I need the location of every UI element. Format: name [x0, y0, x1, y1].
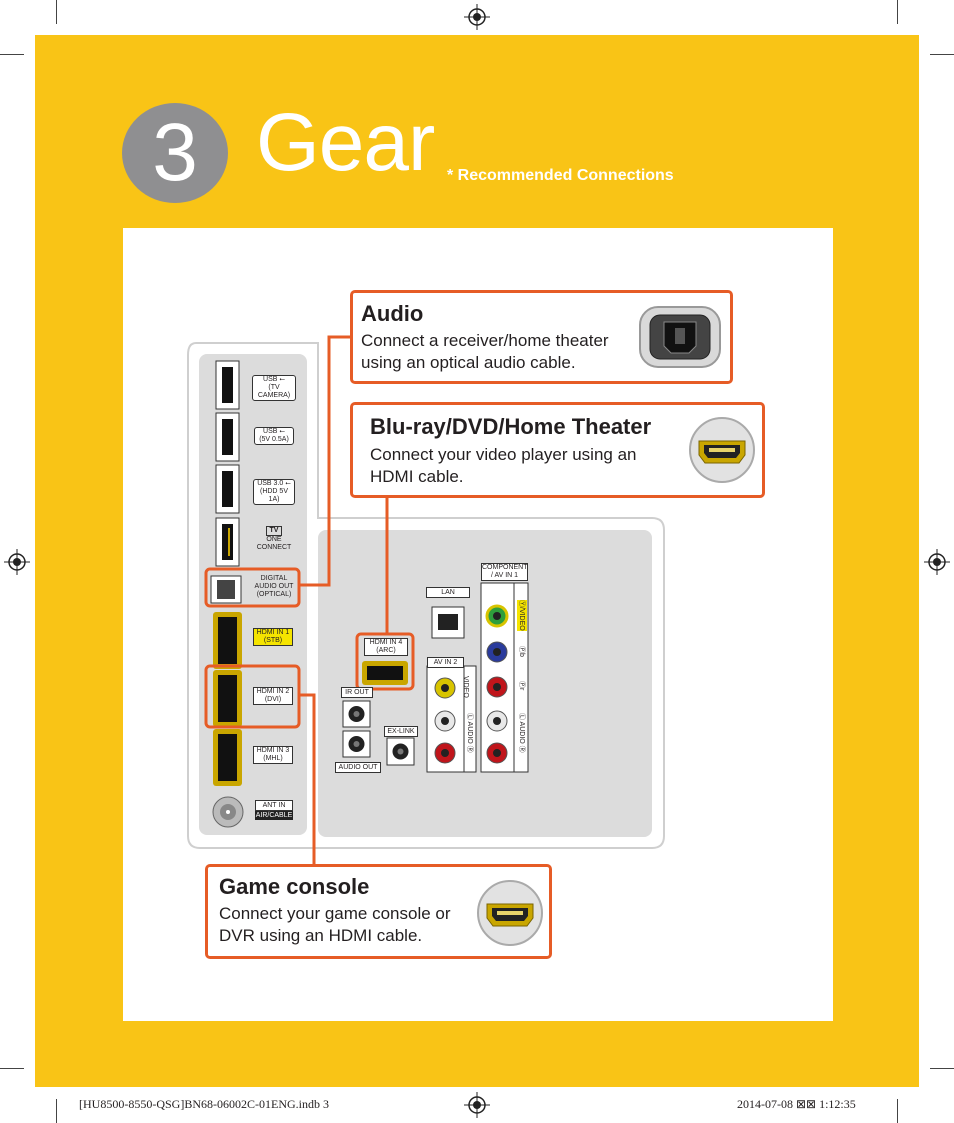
usb-label-3: USB 3.0 ⭠(HDD 5V 1A): [253, 479, 295, 505]
recommended-note: * Recommended Connections: [447, 167, 674, 184]
bluray-title: Blu-ray/DVD/Home Theater: [370, 414, 652, 439]
ir-out-jack: [342, 700, 371, 728]
lan-port: [431, 606, 465, 639]
footer-file-info: [HU8500-8550-QSG]BN68-06002C-01ENG.indb …: [79, 1097, 329, 1111]
bluray-description: Connect your video player using an HDMI …: [370, 445, 637, 486]
hdmi2-label: HDMI IN 2(DVI): [253, 687, 293, 705]
crop-mark: [0, 1068, 24, 1069]
game-description: Connect your game console or DVR using a…: [219, 904, 451, 945]
hdmi4-highlight: [355, 632, 415, 691]
registration-mark-icon: [4, 549, 30, 575]
audio-connector-line: [299, 335, 351, 587]
hdmi-port-2: [213, 670, 242, 727]
lan-label: LAN: [426, 587, 470, 598]
hdmi-port-4: [362, 661, 408, 685]
page-title: Gear: [256, 97, 435, 188]
usb-label-2: USB ⭠(5V 0.5A): [254, 427, 294, 445]
hdmi-port-3: [213, 729, 242, 786]
av-audio-label: Ⓛ AUDIO Ⓡ: [466, 713, 473, 753]
component-label: COMPONENT / AV IN 1: [481, 563, 528, 581]
optical-highlight: [204, 567, 301, 608]
hdmi1-label: HDMI IN 1(STB): [253, 628, 293, 646]
registration-mark-icon: [464, 4, 490, 30]
crop-mark: [897, 1099, 898, 1123]
hdmi-cable-icon: [477, 880, 543, 946]
optical-port: [210, 575, 242, 604]
optical-cable-icon: [639, 306, 721, 368]
hdmi-cable-icon: [689, 417, 755, 483]
hdmi3-label: HDMI IN 3(MHL): [253, 746, 293, 764]
crop-mark: [930, 1068, 954, 1069]
registration-mark-icon: [464, 1092, 490, 1118]
ex-link-jack: [386, 737, 415, 766]
bluray-callout: Blu-ray/DVD/Home Theater Connect your vi…: [350, 402, 765, 498]
hdmi-port-1: [213, 612, 242, 669]
hdmi4-label: HDMI IN 4 (ARC): [364, 638, 408, 656]
av-video-label: VIDEO: [462, 676, 469, 698]
registration-mark-icon: [924, 549, 950, 575]
step-number: 3: [122, 103, 228, 203]
antenna-port: [212, 796, 244, 828]
component-pb-label: Ⓟb: [518, 646, 525, 657]
usb-port-3: [215, 464, 240, 514]
ex-link-label: EX-LINK: [384, 726, 418, 737]
footer-timestamp: 2014-07-08 ⊠⊠ 1:12:35: [737, 1097, 856, 1111]
crop-mark: [56, 0, 57, 24]
crop-mark: [0, 54, 24, 55]
av-in2-label: AV IN 2: [427, 657, 464, 668]
crop-mark: [897, 0, 898, 24]
component-video-label: Ⓨ/VIDEO: [517, 600, 527, 631]
component-pr-label: Ⓟr: [518, 681, 525, 691]
game-callout: Game console Connect your game console o…: [205, 864, 552, 959]
crop-mark: [56, 1099, 57, 1123]
component-audio-label: Ⓛ AUDIO Ⓡ: [518, 713, 525, 753]
audio-description: Connect a receiver/home theater using an…: [361, 331, 609, 372]
usb-port-2: [215, 412, 240, 462]
audio-callout: Audio Connect a receiver/home theater us…: [350, 290, 733, 384]
game-title: Game console: [219, 874, 370, 899]
one-connect-port: [215, 517, 240, 567]
audio-out-label: AUDIO OUT: [335, 762, 381, 773]
game-connector-line: [299, 693, 316, 866]
optical-label: DIGITAL AUDIO OUT(OPTICAL): [254, 575, 294, 598]
audio-out-jack: [342, 730, 371, 758]
audio-title: Audio: [361, 301, 424, 326]
ir-out-label: IR OUT: [341, 687, 373, 698]
usb-port-1: [215, 360, 240, 410]
usb-label-1: USB ⭠(TV CAMERA): [252, 375, 296, 401]
crop-mark: [930, 54, 954, 55]
